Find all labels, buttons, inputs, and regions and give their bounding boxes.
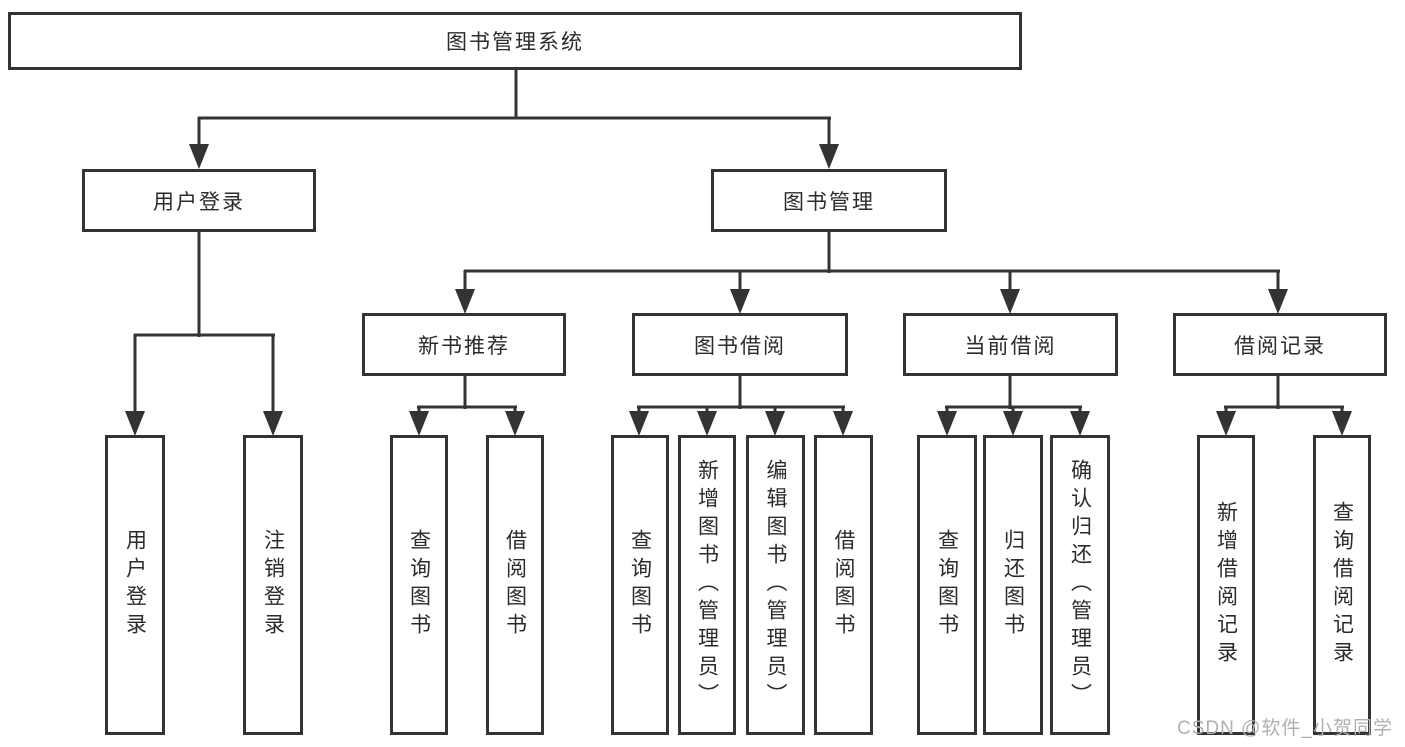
leaf-borrow-book-borrow: 借阅图书 bbox=[814, 435, 873, 735]
connector-book-management-to-level3 bbox=[455, 232, 1288, 314]
node-borrow-records: 借阅记录 bbox=[1173, 313, 1387, 376]
connector-book-borrow-to-leaves bbox=[629, 376, 853, 436]
leaf-label: 归还图书 bbox=[1001, 529, 1025, 641]
leaf-label: 借阅图书 bbox=[503, 529, 527, 641]
node-user-login: 用户登录 bbox=[82, 169, 316, 232]
node-label: 借阅记录 bbox=[1234, 334, 1326, 358]
leaf-label: 查询图书 bbox=[407, 529, 431, 641]
leaf-label: 查询借阅记录 bbox=[1330, 501, 1354, 669]
leaf-query-book-current: 查询图书 bbox=[917, 435, 977, 735]
node-root: 图书管理系统 bbox=[8, 12, 1022, 70]
leaf-label: 新增借阅记录 bbox=[1214, 501, 1238, 669]
connector-user-login-to-leaves bbox=[125, 232, 283, 436]
leaf-query-book-borrow: 查询图书 bbox=[611, 435, 669, 735]
leaf-label: 用户登录 bbox=[123, 529, 147, 641]
leaf-label: 查询图书 bbox=[935, 529, 959, 641]
node-label: 图书管理系统 bbox=[446, 31, 584, 54]
connector-current-borrow-to-leaves bbox=[937, 376, 1090, 436]
connector-new-book-recommend-to-leaves bbox=[409, 376, 525, 436]
leaf-add-borrow-record: 新增借阅记录 bbox=[1197, 435, 1255, 735]
leaf-label: 确认归还（管理员） bbox=[1068, 459, 1092, 711]
node-label: 图书管理 bbox=[783, 190, 875, 214]
leaf-query-borrow-record: 查询借阅记录 bbox=[1313, 435, 1371, 735]
node-new-book-recommend: 新书推荐 bbox=[362, 313, 566, 376]
leaf-label: 注销登录 bbox=[261, 529, 285, 641]
leaf-add-book-admin: 新增图书（管理员） bbox=[678, 435, 736, 735]
node-label: 用户登录 bbox=[153, 190, 245, 214]
leaf-label: 新增图书（管理员） bbox=[695, 459, 719, 711]
leaf-edit-book-admin: 编辑图书（管理员） bbox=[746, 435, 805, 735]
leaf-return-book: 归还图书 bbox=[983, 435, 1043, 735]
connector-root-to-level2 bbox=[189, 70, 839, 169]
node-label: 新书推荐 bbox=[418, 334, 510, 358]
leaf-query-book-recommend: 查询图书 bbox=[390, 435, 448, 735]
leaf-label: 借阅图书 bbox=[832, 529, 855, 641]
node-label: 当前借阅 bbox=[964, 334, 1057, 358]
leaf-logout: 注销登录 bbox=[243, 435, 303, 735]
leaf-confirm-return-admin: 确认归还（管理员） bbox=[1050, 435, 1110, 735]
node-current-borrow: 当前借阅 bbox=[903, 313, 1118, 376]
leaf-label: 编辑图书（管理员） bbox=[764, 459, 787, 711]
leaf-user-login: 用户登录 bbox=[105, 435, 165, 735]
leaf-label: 查询图书 bbox=[628, 529, 652, 641]
connector-borrow-records-to-leaves bbox=[1216, 376, 1352, 436]
csdn-watermark: CSDN @软件_小贺同学 bbox=[1177, 718, 1393, 739]
node-book-management: 图书管理 bbox=[711, 169, 947, 232]
node-book-borrow: 图书借阅 bbox=[632, 313, 848, 376]
node-label: 图书借阅 bbox=[694, 334, 786, 358]
leaf-borrow-book-recommend: 借阅图书 bbox=[486, 435, 544, 735]
